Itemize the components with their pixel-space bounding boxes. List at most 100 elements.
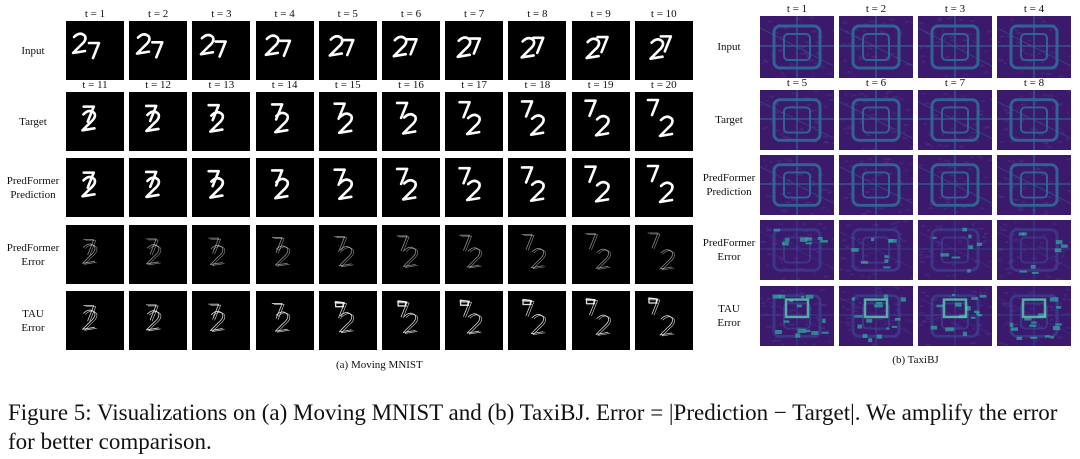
mnist-frame-image (571, 21, 630, 80)
mnist-frame (129, 291, 188, 350)
mnist-frame (192, 225, 251, 284)
mnist-frame-image (571, 92, 630, 151)
taxibj-frame (997, 155, 1071, 215)
mnist-frame-image (66, 21, 124, 80)
row-label-line: PredFormer (702, 172, 756, 184)
mnist-frame-image (129, 291, 188, 350)
mnist-frame (634, 291, 693, 350)
row-label-line: PredFormer (702, 237, 756, 249)
mnist-frame (66, 291, 124, 350)
mnist-time-label: t = 17 (461, 79, 488, 91)
row-label-line: Input (21, 44, 45, 57)
taxibj-frame-image (918, 286, 992, 346)
mnist-time-label: t = 15 (334, 79, 361, 91)
mnist-frame-image (318, 291, 377, 350)
mnist-frame-image (571, 158, 630, 217)
mnist-frame-image (192, 158, 251, 217)
taxibj-frame (997, 286, 1071, 346)
mnist-frame-image (192, 291, 251, 350)
mnist-time-label: t = 14 (271, 79, 298, 91)
mnist-frame (571, 158, 630, 217)
row-label: Input (696, 40, 762, 54)
mnist-frame-image (66, 291, 124, 350)
taxibj-frame (839, 16, 913, 78)
mnist-time-label: t = 7 (464, 8, 485, 20)
mnist-frame-image (382, 21, 440, 80)
taxibj-frame (839, 286, 913, 346)
row-label-line: PredFormer (6, 174, 60, 187)
mnist-frame (192, 92, 251, 151)
taxibj-frame (997, 220, 1071, 280)
mnist-frame (255, 21, 314, 80)
taxibj-frame (760, 155, 834, 215)
taxibj-frame-image (839, 286, 913, 346)
mnist-time-label: t = 18 (524, 79, 551, 91)
mnist-frame-image (192, 92, 251, 151)
row-label-line: TAU (718, 303, 740, 315)
mnist-time-label: t = 13 (208, 79, 235, 91)
taxibj-frame-image (839, 90, 913, 150)
taxibj-frame-image (997, 90, 1071, 150)
mnist-frame-image (129, 21, 188, 80)
mnist-frame (445, 21, 504, 80)
mnist-frame (255, 158, 314, 217)
row-label-line: Error (717, 317, 741, 329)
taxibj-frame-image (997, 155, 1071, 215)
row-label-line: Target (19, 115, 47, 128)
mnist-frame (129, 92, 188, 151)
taxibj-time-label: t = 6 (865, 77, 887, 89)
mnist-frame (318, 21, 377, 80)
taxibj-frame-image (760, 16, 834, 78)
mnist-frame (634, 92, 693, 151)
mnist-frame (445, 158, 504, 217)
mnist-frame-image (129, 158, 188, 217)
row-label: Input (2, 44, 64, 58)
taxibj-frame (918, 220, 992, 280)
row-label-line: Error (21, 321, 45, 334)
mnist-time-label: t = 12 (145, 79, 172, 91)
taxibj-frame-image (997, 286, 1071, 346)
mnist-frame (66, 92, 124, 151)
taxibj-subcaption: (b) TaxiBJ (892, 354, 939, 366)
mnist-frame-image (129, 225, 188, 284)
mnist-frame-image (66, 92, 124, 151)
mnist-time-label: t = 5 (337, 8, 358, 20)
mnist-frame (66, 158, 124, 217)
mnist-frame (634, 225, 693, 284)
mnist-frame (192, 291, 251, 350)
mnist-subcaption: (a) Moving MNIST (336, 359, 423, 371)
taxibj-time-label: t = 4 (1023, 3, 1045, 15)
mnist-frame-image (318, 21, 377, 80)
mnist-frame (382, 21, 440, 80)
mnist-time-label: t = 2 (148, 8, 169, 20)
row-label-line: Prediction (10, 188, 56, 201)
taxibj-frame-image (839, 16, 913, 78)
mnist-time-label: t = 3 (211, 8, 232, 20)
mnist-frame (571, 21, 630, 80)
mnist-frame (318, 291, 377, 350)
mnist-frame-image (382, 92, 440, 151)
row-label: TAU Error (696, 302, 762, 330)
mnist-frame (571, 291, 630, 350)
mnist-frame (508, 291, 567, 350)
taxibj-frame (760, 16, 834, 78)
taxibj-frame-image (760, 286, 834, 346)
mnist-frame (508, 225, 567, 284)
mnist-frame-image (192, 21, 251, 80)
mnist-time-label: t = 19 (587, 79, 614, 91)
mnist-time-label: t = 11 (82, 79, 108, 91)
mnist-frame-image (445, 225, 504, 284)
mnist-frame (508, 21, 567, 80)
mnist-frame (129, 225, 188, 284)
mnist-frame-image (508, 92, 567, 151)
taxibj-frame-image (997, 220, 1071, 280)
mnist-frame (318, 225, 377, 284)
mnist-frame (192, 158, 251, 217)
mnist-frame-image (445, 158, 504, 217)
taxibj-frame (918, 90, 992, 150)
row-label: Target (696, 113, 762, 127)
taxibj-frame (839, 220, 913, 280)
mnist-frame-image (255, 21, 314, 80)
taxibj-frame-image (918, 155, 992, 215)
